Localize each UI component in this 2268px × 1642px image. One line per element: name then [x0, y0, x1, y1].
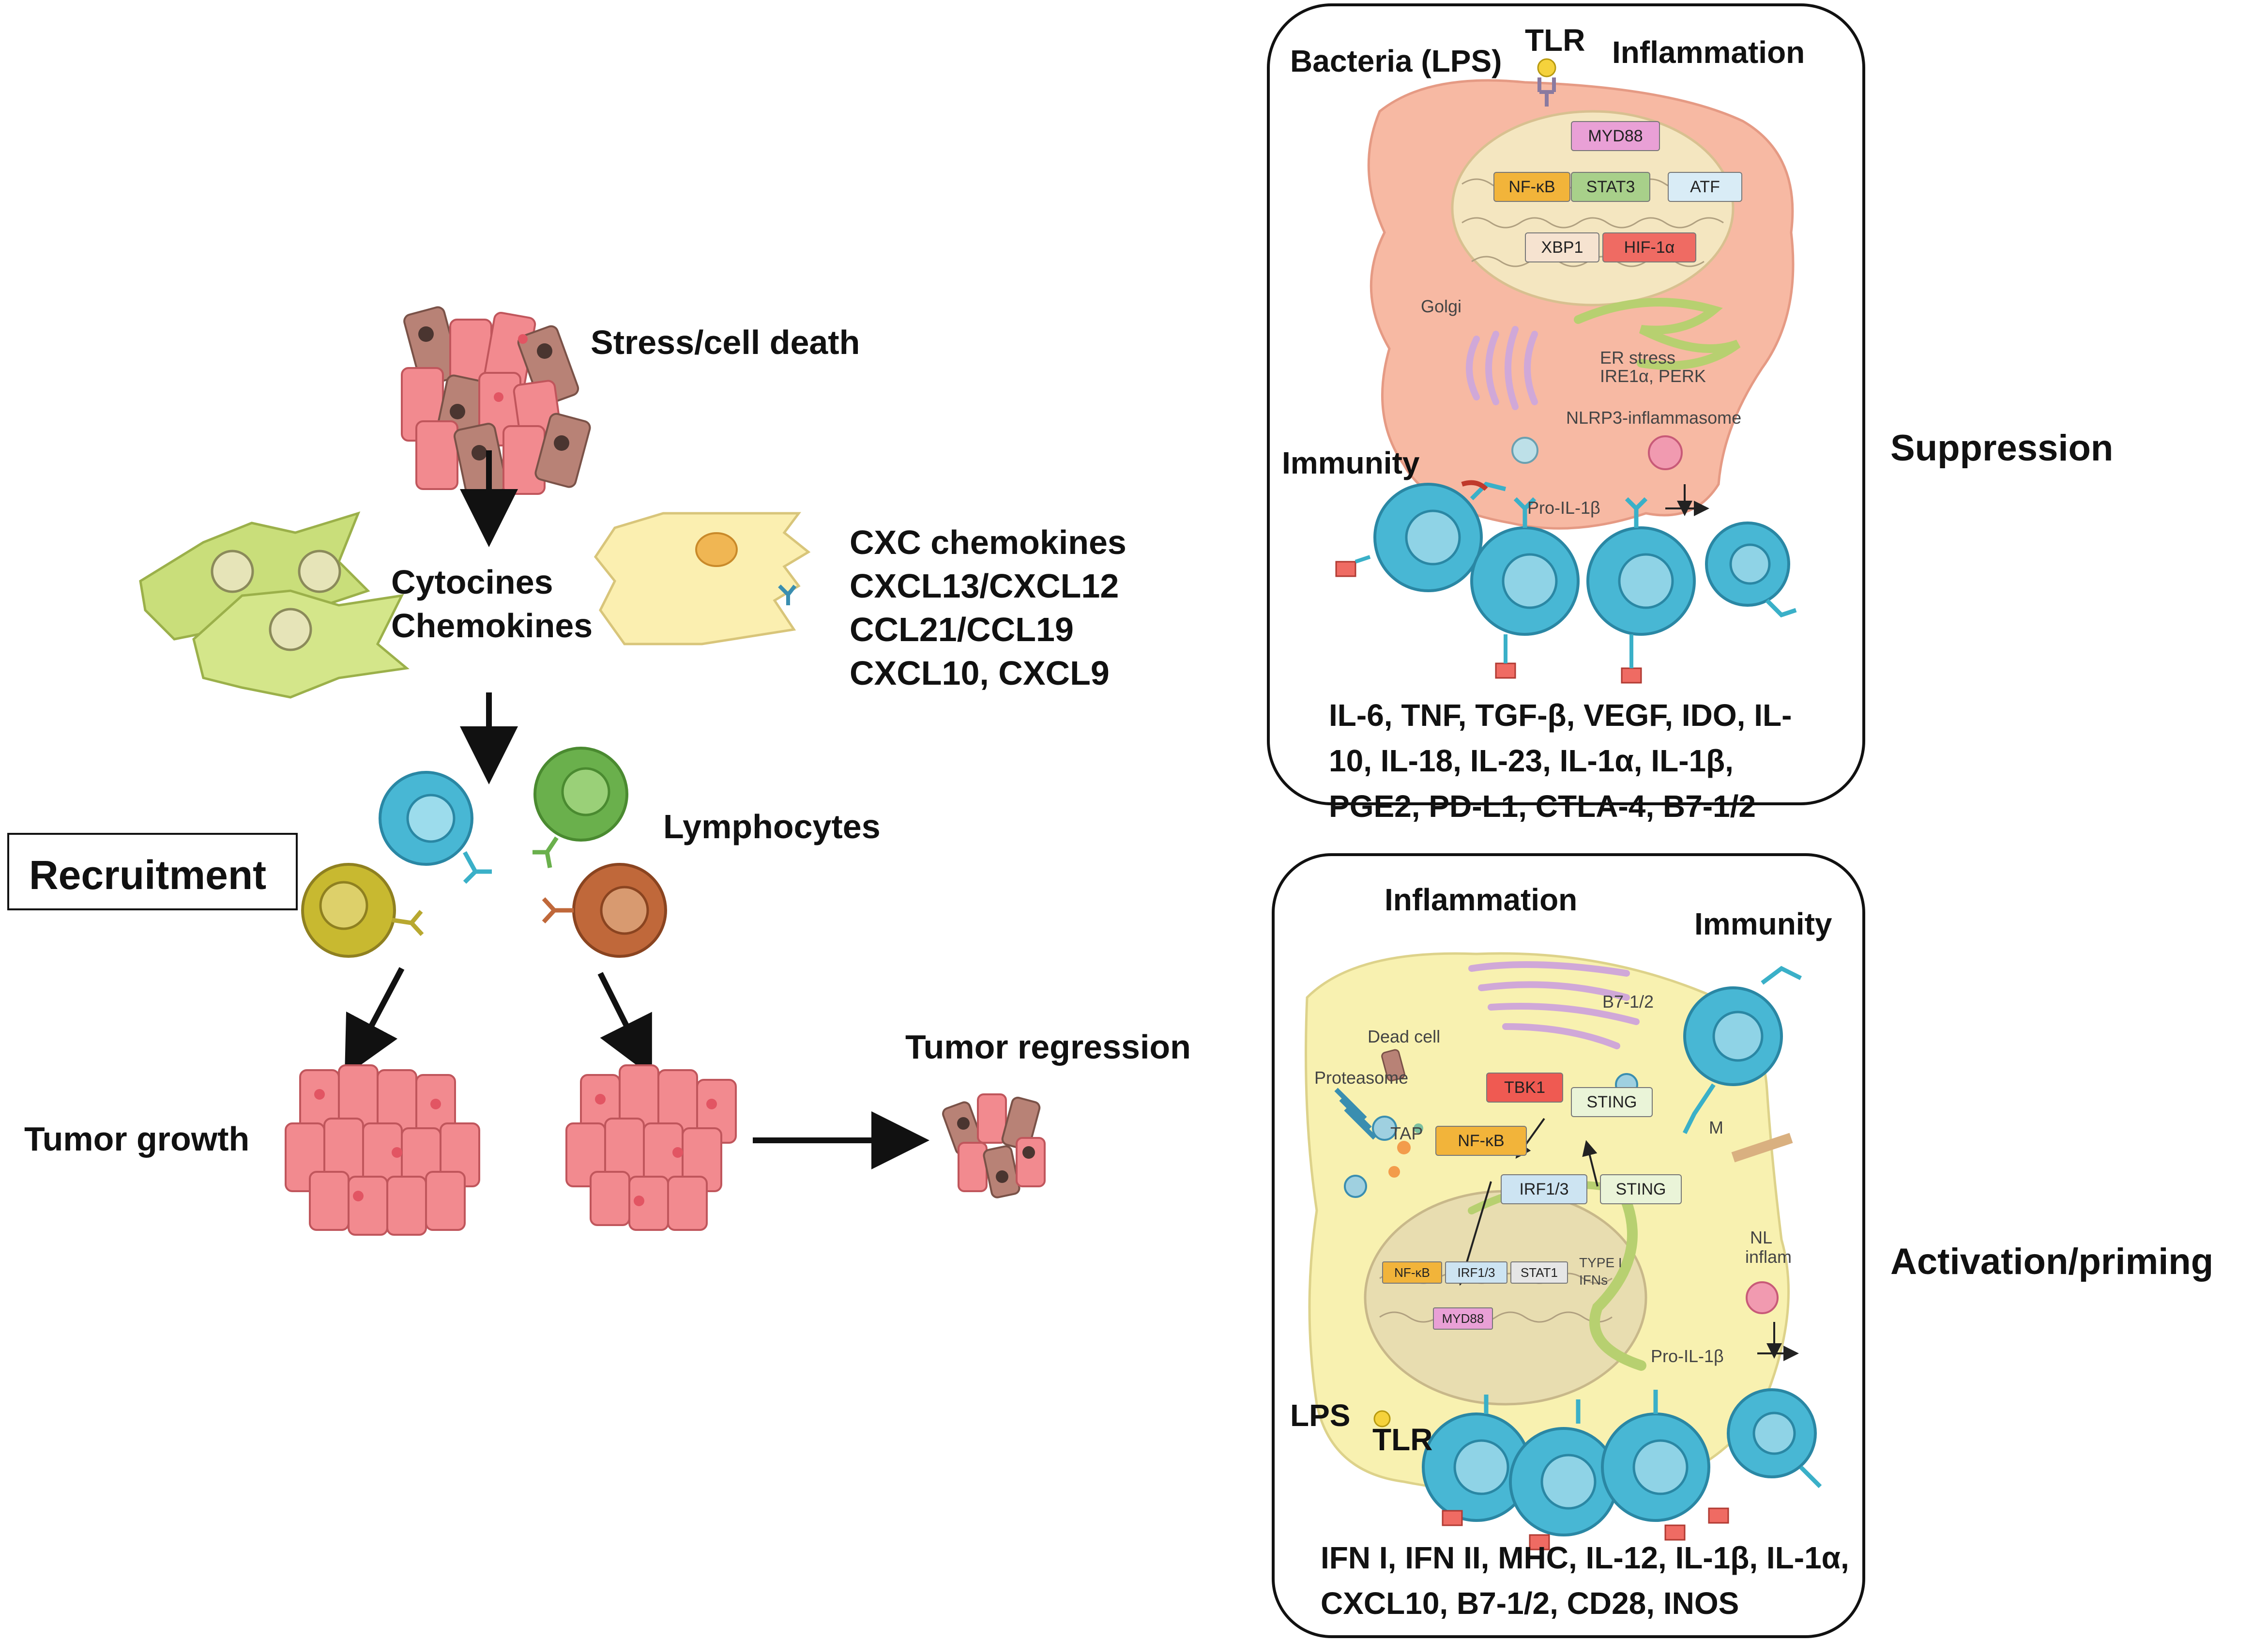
golgi-label: Golgi [1421, 296, 1462, 316]
arrow-to-tumor-middle [597, 972, 652, 1077]
activation-priming-label: Activation/priming [1890, 1241, 2214, 1282]
inflammation-label-bottom: Inflammation [1385, 882, 1578, 917]
recruitment-label: Recruitment [29, 852, 267, 898]
tumor-growth-label: Tumor growth [24, 1120, 250, 1158]
proteasome-label: Proteasome [1314, 1068, 1409, 1088]
irf13-nucleus-tag: IRF1/3 [1445, 1261, 1507, 1284]
activation-panel-frame [1272, 853, 1865, 1638]
chemokine-item: CXC chemokines [850, 523, 1126, 561]
hif1a-tag: HIF-1α [1602, 232, 1696, 262]
inflam-label: inflam [1745, 1247, 1792, 1267]
arrow-to-tumor-growth [344, 967, 405, 1077]
cytokine-line: 10, IL-18, IL-23, IL-1α, IL-1β, [1329, 743, 1734, 778]
m-label: M [1709, 1118, 1723, 1137]
stress-cell-cluster [401, 306, 591, 497]
tlr-label-bottom: TLR [1372, 1422, 1433, 1457]
stromal-cell [594, 512, 811, 645]
cytokine-line: IFN I, IFN II, MHC, IL-12, IL-1β, IL-1α, [1321, 1540, 1849, 1575]
b7-label: B7-1/2 [1602, 992, 1654, 1012]
dendritic-cells [139, 511, 410, 699]
tumor-regression-label: Tumor regression [905, 1028, 1191, 1066]
cytokine-line: IL-6, TNF, TGF-β, VEGF, IDO, IL- [1329, 698, 1792, 733]
nl-label: NL [1750, 1228, 1773, 1247]
lps-label: LPS [1290, 1398, 1351, 1433]
ire1a-perk-label: IRE1α, PERK [1600, 366, 1706, 386]
tumor-growth-cluster [285, 1064, 480, 1236]
chemokine-item: CXCL13/CXCL12 [850, 567, 1119, 605]
chemokine-list: CXC chemokines CXCL13/CXCL12 CCL21/CCL19… [850, 521, 1126, 695]
immunity-label-bottom: Immunity [1694, 906, 1832, 941]
irf13-tag: IRF1/3 [1501, 1174, 1587, 1204]
ifns-label: IFNs [1579, 1273, 1608, 1288]
tumor-middle-cluster [565, 1064, 737, 1231]
stat3-tag: STAT3 [1571, 172, 1650, 202]
lymphocytes-label: Lymphocytes [663, 808, 881, 845]
inflammation-label-top: Inflammation [1612, 35, 1805, 70]
cytokine-line: CXCL10, B7-1/2, CD28, INOS [1321, 1586, 1739, 1621]
immunity-label-top: Immunity [1282, 445, 1420, 480]
nlrp3-inflammasome-label: NLRP3-inflammasome [1566, 408, 1742, 428]
suppression-label: Suppression [1890, 428, 2114, 469]
tbk1-tag: TBK1 [1486, 1073, 1563, 1103]
cytocines-label: Cytocines [391, 563, 553, 601]
pro-il-1b-label-top: Pro-IL-1β [1527, 498, 1600, 518]
lymphocyte-green [533, 747, 628, 868]
suppression-immune-cells [1335, 480, 1797, 684]
er-stress-label: ER stress [1600, 348, 1676, 368]
chemokine-item: CXCL10, CXCL9 [850, 654, 1110, 692]
bacteria-lps-label: Bacteria (LPS) [1290, 44, 1502, 78]
xbp1-tag: XBP1 [1525, 232, 1599, 262]
cytokine-line: PGE2, PD-L1, CTLA-4, B7-1/2 [1329, 789, 1756, 824]
chemokine-item: CCL21/CCL19 [850, 611, 1074, 648]
myd88-nucleus-tag: MYD88 [1433, 1307, 1493, 1330]
myd88-tag: MYD88 [1571, 121, 1660, 151]
lymphocyte-olive [301, 863, 424, 958]
tlr-receptor-icon [1537, 58, 1556, 107]
pro-il-1b-label-bottom: Pro-IL-1β [1651, 1346, 1724, 1366]
nfkb-tag-bottom: NF-κB [1435, 1126, 1527, 1156]
suppression-panel-frame [1267, 3, 1865, 805]
sting-tag-top: STING [1571, 1087, 1653, 1117]
tlr-label-top: TLR [1525, 23, 1585, 58]
atf-tag: ATF [1668, 172, 1742, 202]
activation-cytokine-list: IFN I, IFN II, MHC, IL-12, IL-1β, IL-1α,… [1321, 1535, 1877, 1626]
chemokines-label: Chemokines [391, 607, 593, 645]
nfkb-nucleus-tag: NF-κB [1382, 1261, 1442, 1284]
nfkb-tag: NF-κB [1493, 172, 1570, 202]
stat1-nucleus-tag: STAT1 [1510, 1261, 1568, 1284]
activation-immune-cells [1373, 966, 1822, 1550]
dead-cell-label: Dead cell [1368, 1027, 1441, 1046]
stress-cell-death-label: Stress/cell death [591, 323, 860, 361]
tap-label: TAP [1390, 1123, 1423, 1143]
recruitment-box [7, 833, 298, 910]
lymphocyte-blue [379, 771, 492, 884]
tumor-regression-cluster [942, 1093, 1046, 1198]
sting-tag-bottom: STING [1600, 1174, 1682, 1204]
activation-cell [1305, 952, 1799, 1496]
suppression-cytokine-list: IL-6, TNF, TGF-β, VEGF, IDO, IL- 10, IL-… [1329, 692, 1886, 829]
lymphocyte-brown [542, 863, 667, 958]
type-i-label: TYPE I [1579, 1255, 1622, 1270]
